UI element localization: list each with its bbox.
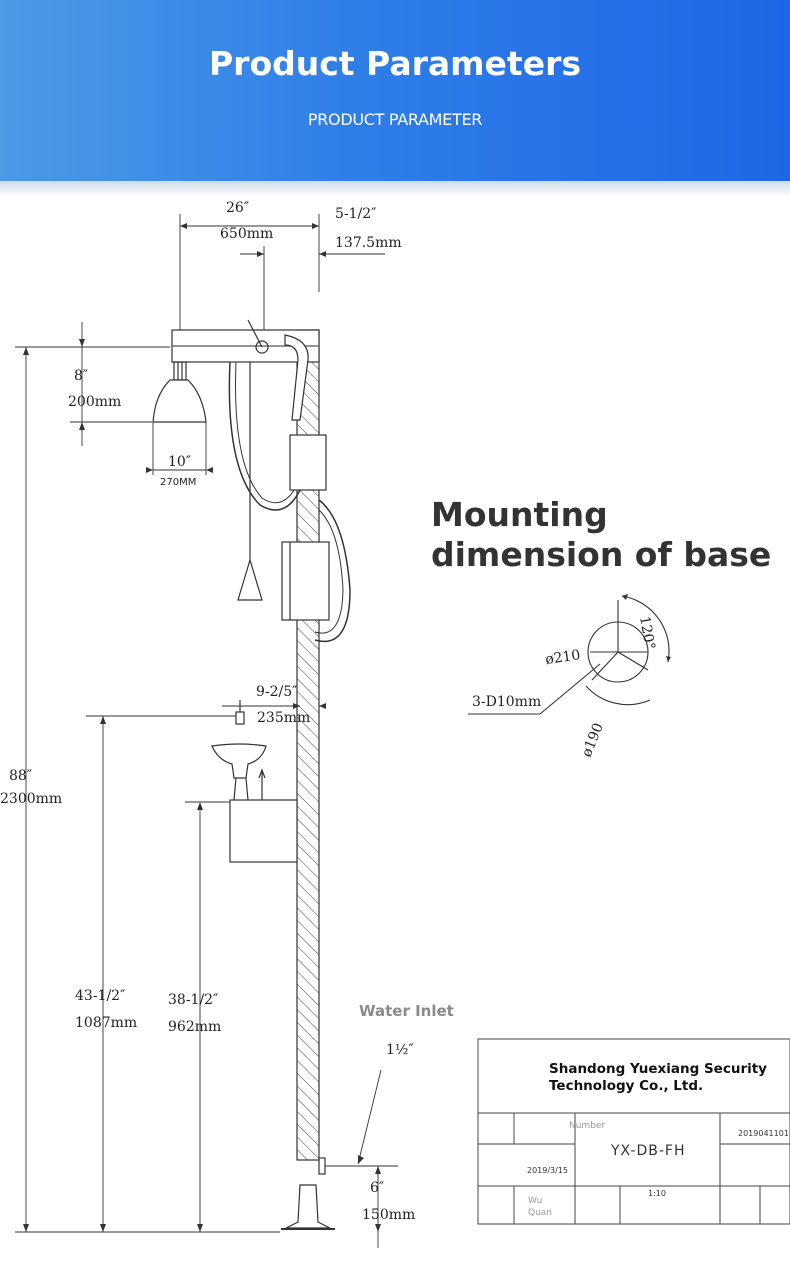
bolt-circle-diameter: ø190	[579, 721, 607, 760]
upper-valve-box	[289, 434, 327, 491]
company-name-line1: Shandong Yuexiang Security	[549, 1061, 767, 1077]
base-plate-diagram: ø210 120° ø190 3-D10mm	[468, 594, 671, 759]
page-title: Product Parameters	[208, 44, 582, 83]
head-offset-in: 5-1/2″	[335, 206, 376, 222]
dimension-lines	[15, 214, 398, 1248]
pull-handle	[237, 557, 263, 601]
eyewash-height-mm: 1087mm	[75, 1015, 137, 1031]
head-dia-in: 10″	[168, 454, 191, 470]
base-diameter: ø210	[544, 647, 581, 668]
bowl-offset-mm: 235mm	[257, 710, 310, 726]
title-block: Shandong Yuexiang Security Technology Co…	[477, 1038, 790, 1225]
bowl-height-in: 38-1/2″	[168, 992, 218, 1008]
drawing-date: 2019/3/15	[527, 1166, 568, 1175]
lower-box	[229, 799, 298, 863]
mounting-heading-line2: dimension of base	[431, 535, 771, 574]
inlet-height-in: 6″	[370, 1180, 384, 1196]
head-drop-in: 8″	[74, 368, 88, 384]
number-label: Number	[569, 1121, 605, 1131]
inlet-size: 1½″	[386, 1042, 414, 1058]
drawing-number: 20190411010	[738, 1129, 790, 1138]
designer-line2: Quan	[528, 1208, 552, 1218]
water-inlet-label: Water Inlet	[359, 1002, 454, 1020]
total-height-mm: 2300mm	[0, 791, 62, 807]
mounting-holes: 3-D10mm	[472, 694, 541, 710]
shower-station	[152, 319, 351, 1230]
head-drop-mm: 200mm	[68, 394, 121, 410]
head-dia-mm: 270MM	[160, 477, 196, 488]
banner-shadow	[0, 181, 790, 197]
base-angle: 120°	[636, 615, 658, 651]
shower-head	[152, 379, 207, 423]
designer-line1: Wu	[528, 1196, 542, 1206]
base-foot	[285, 1184, 331, 1229]
arm-width-in: 26″	[226, 200, 249, 216]
bowl-height-mm: 962mm	[168, 1019, 221, 1035]
inlet-height-mm: 150mm	[362, 1207, 415, 1223]
company-name-line2: Technology Co., Ltd.	[549, 1078, 703, 1094]
total-height-in: 88″	[9, 768, 32, 784]
head-offset-mm: 137.5mm	[335, 235, 402, 251]
model-number: YX-DB-FH	[610, 1143, 686, 1159]
eyewash-bowl	[211, 743, 267, 779]
eyewash-height-in: 43-1/2″	[75, 988, 125, 1004]
dimension-arrows	[23, 223, 381, 1232]
dimension-labels: 26″ 650mm 5-1/2″ 137.5mm 8″ 200mm 10″ 27…	[0, 200, 454, 1223]
arm-width-mm: 650mm	[220, 226, 273, 242]
header-banner: Product Parameters PRODUCT PARAMETER	[0, 0, 790, 181]
page-subtitle: PRODUCT PARAMETER	[307, 110, 483, 129]
mounting-heading-line1: Mounting	[431, 495, 608, 534]
bowl-offset-in: 9-2/5″	[256, 684, 297, 700]
drawing-scale: 1:10	[648, 1189, 666, 1198]
middle-box	[281, 541, 330, 621]
